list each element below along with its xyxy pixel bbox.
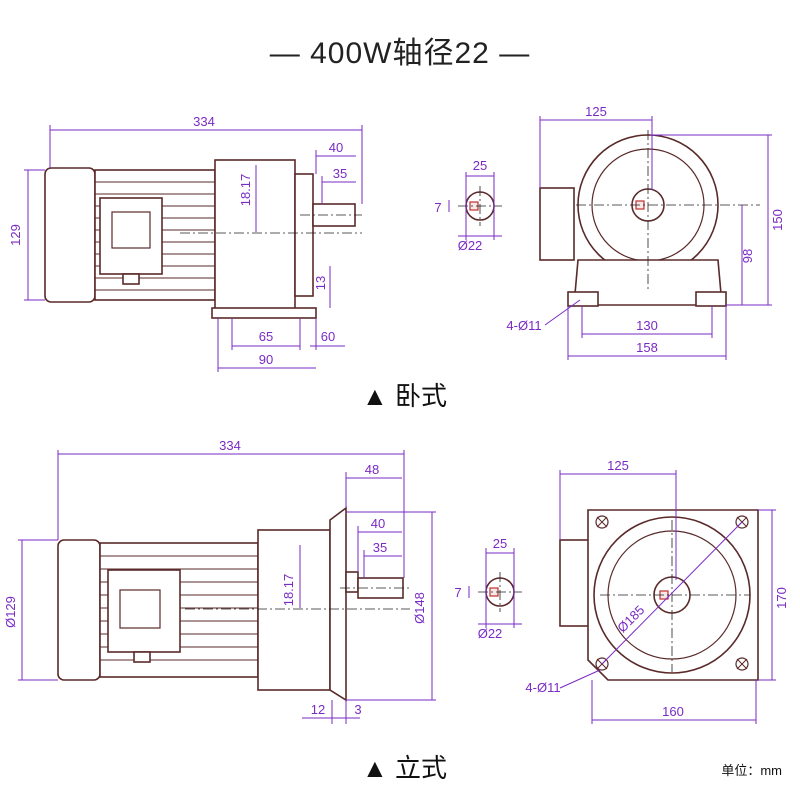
dim-center-height-v: 18.17 [281,574,296,607]
dim-flange-48: 48 [365,462,379,477]
dim-front-98: 98 [740,249,755,263]
mounting-holes [595,515,749,671]
dim-12: 12 [311,702,325,717]
terminal-box-cover-v [119,589,161,629]
dim-base-65: 65 [259,329,273,344]
vertical-front-view: Ø185 125 170 4-Ø11 160 [525,458,789,724]
dim-key-25: 25 [473,158,487,173]
vertical-section-label: ▲ 立式 [362,753,447,783]
cable-gland [122,273,140,285]
dim-height: 129 [8,224,23,246]
dim-front-150: 150 [770,209,785,231]
unit-note: 单位：mm [721,763,782,778]
dim-front-125: 125 [585,104,607,119]
dim-3: 3 [354,702,361,717]
dim-key-25-v: 25 [493,536,507,551]
dim-gear-40-v: 40 [371,516,385,531]
dim-base-13: 13 [313,276,328,290]
dim-shaft-dia-v: Ø22 [478,626,503,641]
vertical-shaft-section: 25 7 Ø22 [454,536,522,641]
dim-overall-length-v: 334 [219,438,241,453]
dim-holes-v: 4-Ø11 [525,680,560,695]
dim-gear-40: 40 [329,140,343,155]
terminal-box-v [107,569,181,653]
mounting-foot [211,307,317,319]
terminal-box-front [539,187,575,261]
dim-base-90: 90 [259,352,273,367]
dim-key-7-v: 7 [454,585,461,600]
terminal-box-cover [111,211,151,249]
gearbox-housing [214,159,296,311]
vertical-side-view: 334 48 40 35 18.17 Ø129 Ø148 12 3 [3,438,436,724]
horizontal-side-view: 334 129 40 35 18.17 13 65 60 90 [8,114,363,372]
horizontal-shaft-section: 25 7 Ø22 [434,158,502,253]
dim-front-130: 130 [636,318,658,333]
dim-front-158: 158 [636,340,658,355]
dim-front-170: 170 [774,587,789,609]
dim-dia-148: Ø148 [412,592,427,624]
dim-dia-129: Ø129 [3,596,18,628]
dim-front-160: 160 [662,704,684,719]
dim-front-125-v: 125 [607,458,629,473]
dim-key-7: 7 [434,200,441,215]
terminal-box [99,197,163,275]
horizontal-section-label: ▲ 卧式 [362,381,447,411]
page-title: — 400W轴径22 — [269,37,531,70]
shaft-collar-v [345,571,359,593]
dim-base-60: 60 [321,329,335,344]
dim-shaft-dia: Ø22 [458,238,483,253]
gearbox-housing-v [257,529,331,691]
dim-overall-length: 334 [193,114,215,129]
flange-v [329,506,347,702]
dim-holes: 4-Ø11 [506,318,541,333]
dim-shaft-35-v: 35 [373,540,387,555]
motor-end-cap [44,167,96,303]
dim-shaft-35: 35 [333,166,347,181]
foot-right [695,291,727,307]
motor-end-cap-v [57,539,101,681]
terminal-box-front-v [559,539,593,627]
dim-center-height: 18.17 [238,174,253,207]
horizontal-front-view: 125 150 98 4-Ø11 130 158 [506,104,785,360]
cable-gland-v [133,651,151,663]
gearbox-flange [294,173,314,297]
foot-left [567,291,599,307]
